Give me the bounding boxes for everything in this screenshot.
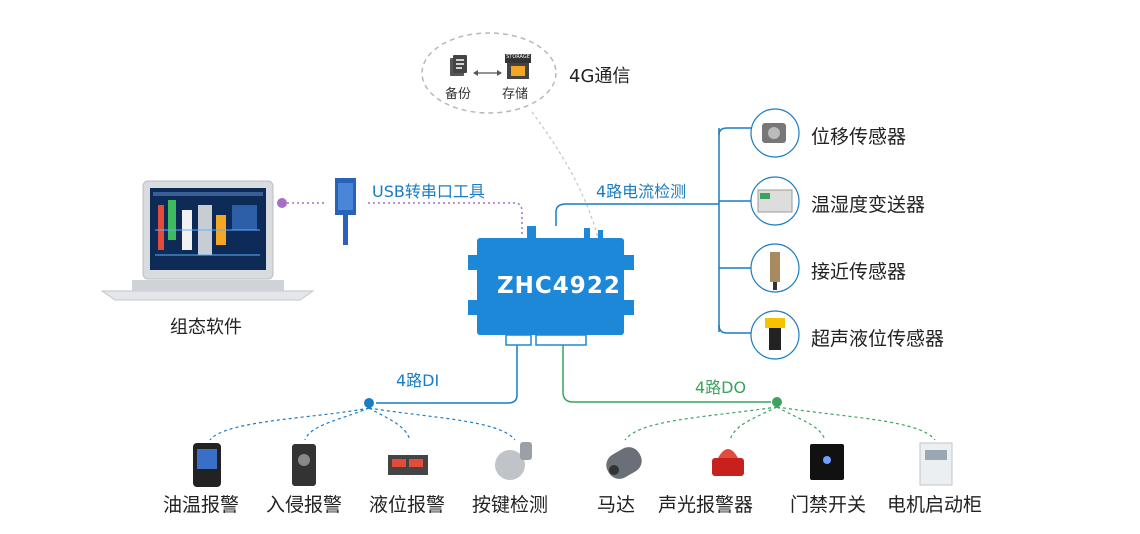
do-item-door: 门禁开关 [790, 494, 867, 516]
di-item-intrusion: 入侵报警 [266, 494, 343, 516]
do-label: 4路DO [695, 378, 747, 397]
current-label: 4路电流检测 [596, 182, 687, 201]
di-item-level: 液位报警 [369, 494, 446, 516]
sensor-label-ultrasonic-level: 超声液位传感器 [811, 328, 945, 350]
storage-label: 存储 [502, 87, 529, 102]
sensor-label-displacement: 位移传感器 [811, 126, 907, 148]
4g-label: 4G通信 [569, 66, 631, 87]
storage-tag: STORAGE [506, 54, 530, 60]
sensor-label-proximity: 接近传感器 [811, 261, 907, 283]
laptop-label: 组态软件 [170, 317, 242, 338]
usb-label: USB转串口工具 [372, 182, 485, 201]
do-item-alarm: 声光报警器 [658, 494, 754, 516]
do-item-motor-cabinet: 电机启动柜 [887, 494, 983, 516]
di-item-button: 按键检测 [472, 494, 549, 516]
di-item-oil-temp: 油温报警 [163, 494, 240, 516]
do-item-motor: 马达 [597, 494, 636, 516]
backup-label: 备份 [445, 87, 472, 102]
sensor-label-temp-humidity: 温湿度变送器 [811, 194, 926, 216]
device-name: ZHC4922 [497, 273, 621, 299]
di-label: 4路DI [396, 371, 440, 390]
